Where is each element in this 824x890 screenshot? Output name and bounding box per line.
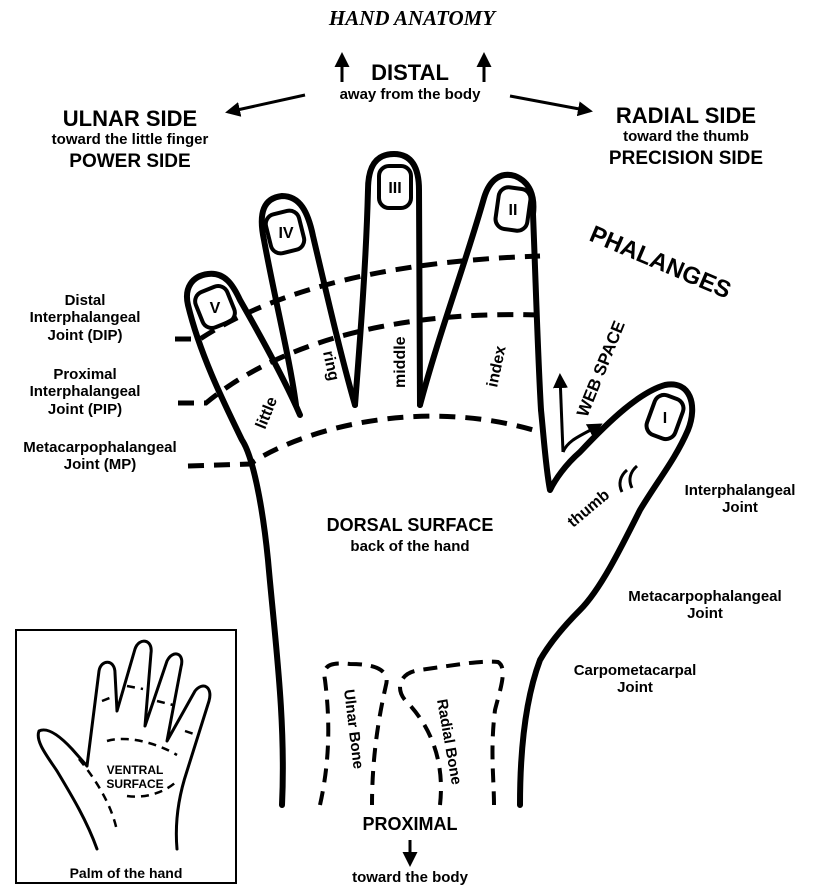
palm-drawing: VENTRAL SURFACE <box>17 631 235 882</box>
palm-outline <box>38 641 210 849</box>
thumb-crease <box>620 466 637 492</box>
palm-caption: Palm of the hand <box>17 865 235 881</box>
radial-side-outline <box>520 384 692 805</box>
numeral-iv: IV <box>278 225 293 242</box>
web-space-up-arrow <box>560 376 563 452</box>
phalanges-label: PHALANGES <box>586 221 735 305</box>
palm-crease-1 <box>102 697 112 701</box>
web-space-label: WEB SPACE <box>573 318 629 419</box>
numeral-i: I <box>663 410 667 427</box>
radial-bone-label: Radial Bone <box>433 698 465 786</box>
middle-finger-label: middle <box>392 336 409 388</box>
palm-inset: VENTRAL SURFACE Palm of the hand <box>15 629 237 884</box>
index-finger-label: index <box>484 344 509 389</box>
numeral-iii: III <box>388 180 401 197</box>
numeral-ii: II <box>509 202 518 219</box>
palm-crease-3 <box>157 701 173 705</box>
ulnar-bone-label: Ulnar Bone <box>340 688 367 769</box>
ventral-label-2: SURFACE <box>106 777 163 791</box>
thumb-label: thumb <box>565 486 614 531</box>
index-finger-outline <box>420 175 541 410</box>
ventral-label-1: VENTRAL <box>107 763 164 777</box>
little-finger-label: little <box>253 395 281 432</box>
palm-crease-4 <box>185 731 197 735</box>
radial-arrow <box>510 96 590 111</box>
ulnar-arrow <box>228 95 305 112</box>
palm-crease-2 <box>127 686 143 689</box>
numeral-v: V <box>210 300 221 317</box>
